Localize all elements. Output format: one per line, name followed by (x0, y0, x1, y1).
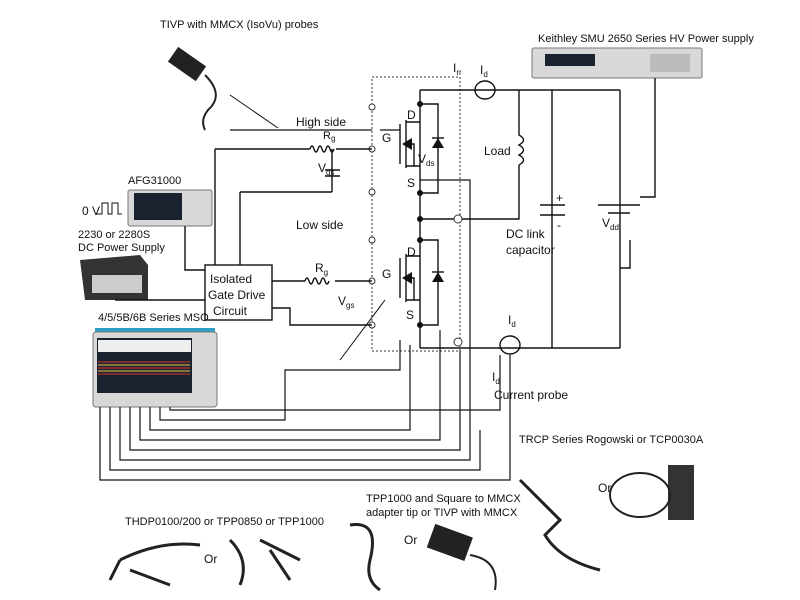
vds-main: V (418, 152, 426, 166)
irr-sub: rr (456, 68, 462, 77)
vds-label: Vds (418, 152, 434, 168)
id-top-sub: d (483, 70, 487, 79)
current-probe-bottom-icon (499, 335, 521, 355)
id-bottom-label: Id (508, 313, 516, 329)
id-top-main: I (480, 63, 483, 77)
rg-high-resistor (309, 145, 335, 153)
id-bottom-main: I (508, 313, 511, 327)
vgs-low-sub: gs (346, 301, 354, 310)
gate-high-label: G (382, 131, 391, 145)
high-side-label: High side (296, 115, 346, 129)
or-label-2: Or (404, 533, 417, 547)
dc-supply-label-2: DC Power Supply (78, 242, 165, 254)
irr-main: I (453, 61, 456, 75)
source-low-label: S (406, 308, 414, 322)
source-high-label: S (407, 176, 415, 190)
tpp-label-1: TPP1000 and Square to MMCX (366, 493, 521, 505)
id-probe-sub: d (495, 377, 499, 386)
vdd-label: Vdd (602, 216, 619, 232)
thdp-label: THDP0100/200 or TPP0850 or TPP1000 (125, 516, 324, 528)
vgs-low-label: Vgs (338, 294, 354, 310)
vdd-sub: dd (610, 223, 619, 232)
tpp-probe-image (349, 522, 497, 592)
high-side-mosfet (399, 101, 444, 196)
rg-low-label: Rg (315, 261, 328, 277)
keithley-label: Keithley SMU 2650 Series HV Power supply (538, 33, 754, 45)
low-side-mosfet (399, 216, 444, 328)
or-label-1: Or (598, 481, 611, 495)
gate-drive-label-3: Circuit (213, 304, 248, 318)
id-probe-main: I (492, 370, 495, 384)
isolated-gate-drive-box (204, 264, 273, 321)
gate-drive-label-1: Isolated (210, 272, 252, 286)
thdp-probe-image (108, 538, 301, 587)
power-module-outline (371, 76, 461, 352)
drain-low-label: D (407, 245, 416, 259)
dc-link-label-2: capacitor (506, 243, 555, 257)
irr-label: Irr (453, 61, 462, 77)
cap-plus-label: + (556, 191, 563, 205)
gate-wires (115, 129, 400, 326)
or-label-3: Or (204, 552, 217, 566)
low-side-label: Low side (296, 218, 344, 232)
trcp-probe-image (518, 465, 694, 572)
mso-label: 4/5/5B/6B Series MSO (98, 312, 209, 324)
isovu-probe-image (167, 46, 217, 131)
current-probe-label: Current probe (494, 388, 568, 402)
current-probe-top-icon (474, 80, 496, 100)
gate-low-label: G (382, 267, 391, 281)
zero-volt-label: 0 V (82, 204, 100, 218)
load-label: Load (484, 144, 511, 158)
vgs-low-main: V (338, 294, 346, 308)
id-bottom-sub: d (511, 320, 515, 329)
afg31000-image (127, 189, 213, 227)
dc-supply-label-1: 2230 or 2280S (78, 229, 150, 241)
isovu-probe-label: TIVP with MMCX (IsoVu) probes (160, 19, 319, 31)
id-probe-label: Id (492, 370, 500, 386)
rg-low-resistor (304, 277, 330, 285)
rg-low-main: R (315, 261, 324, 275)
rg-low-sub: g (324, 268, 328, 277)
load-inductor (517, 90, 525, 166)
trcp-label: TRCP Series Rogowski or TCP0030A (519, 434, 704, 446)
vds-sub: ds (426, 159, 434, 168)
tpp-label-2: adapter tip or TIVP with MMCX (366, 507, 518, 519)
square-wave-icon (96, 202, 122, 215)
cap-minus-label: - (557, 218, 561, 232)
vgs-high-label: Vgs (318, 161, 334, 177)
dc-power-supply-image (80, 255, 148, 300)
vgs-high-main: V (318, 161, 326, 175)
mso-oscilloscope-image (92, 328, 218, 408)
vdd-main: V (602, 216, 610, 230)
power-wires (419, 78, 656, 349)
id-top-label: Id (480, 63, 488, 79)
gate-drive-label-2: Gate Drive (208, 288, 266, 302)
keithley-smu-image (531, 47, 703, 79)
rg-high-label: Rg (323, 130, 335, 143)
rg-high-main: R (323, 130, 331, 142)
rg-high-sub: g (331, 134, 335, 143)
vgs-high-sub: gs (326, 168, 334, 177)
probe-cables (99, 94, 511, 481)
drain-high-label: D (407, 108, 416, 122)
dc-link-capacitor (540, 204, 565, 216)
afg-label: AFG31000 (128, 175, 181, 187)
dc-link-label-1: DC link (506, 227, 546, 241)
